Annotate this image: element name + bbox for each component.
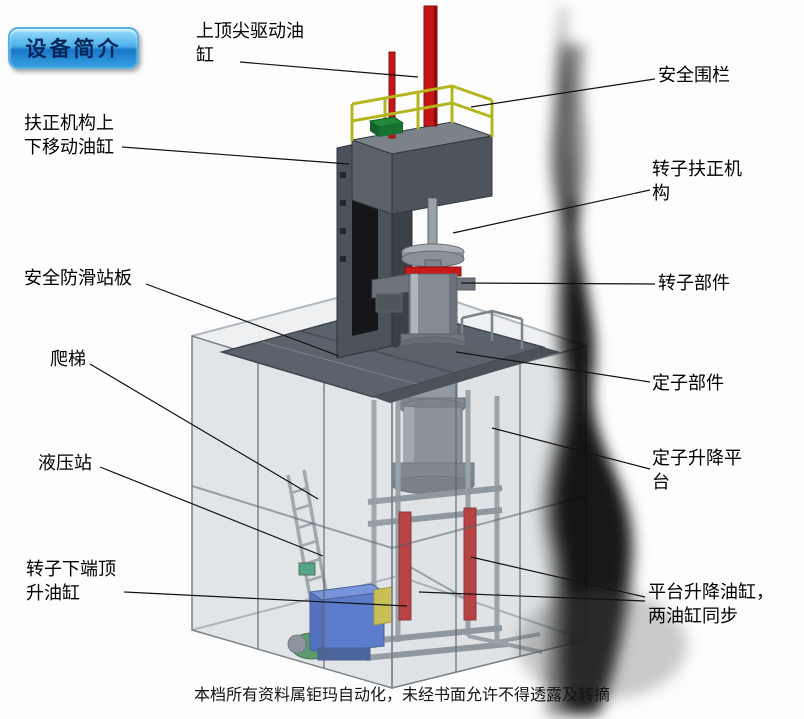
callout-anti-slip-standing-board: 安全防滑站板: [24, 268, 132, 289]
leader-platform-cylinder-left: [418, 591, 646, 602]
callout-platform-lift-cylinders: 平台升降油缸，两油缸同步: [648, 582, 774, 627]
leader-safety-fence: [470, 78, 656, 108]
callout-ladder: 爬梯: [50, 349, 86, 370]
enclosure-front: [191, 334, 587, 689]
rotor-assembly: [371, 197, 476, 362]
hydraulic-station-3d: [287, 562, 393, 661]
leader-hydraulic-station: [99, 466, 324, 557]
callout-rotor-part: 转子部件: [658, 273, 730, 294]
leader-anti-slip-board: [145, 283, 340, 357]
callout-stator-part: 定子部件: [652, 373, 724, 394]
callout-centering-updown-cylinder: 扶正机构上下移动油缸: [24, 113, 114, 158]
leader-stator-lift-platform: [491, 427, 651, 470]
green-box: [368, 116, 405, 137]
callout-rotor-bottom-jack-cylinder: 转子下端顶升油缸: [26, 559, 116, 604]
callout-hydraulic-station: 液压站: [38, 453, 92, 474]
title-badge-label: 设备简介: [25, 37, 122, 61]
leader-top-center-drive-cylinder: [239, 61, 419, 78]
leader-centering-updown-cylinder: [121, 146, 350, 165]
callout-stator-lift-platform: 定子升降平台: [652, 448, 742, 493]
column-head: [350, 121, 494, 215]
safety-fence-3d: [350, 84, 494, 141]
leader-stator-part: [455, 351, 651, 383]
leader-rotor-centering: [452, 189, 651, 234]
leader-rotor-part: [460, 282, 656, 285]
title-badge: 设备简介: [8, 27, 139, 69]
callout-top-center-drive-cylinder: 上顶尖驱动油缸: [196, 21, 304, 66]
leader-platform-cylinder-right: [470, 556, 646, 598]
leader-rotor-bottom-jack: [123, 591, 408, 607]
callout-rotor-centering-mechanism: 转子扶正机构: [652, 159, 742, 204]
leader-ladder: [89, 363, 319, 500]
callout-safety-fence: 安全围栏: [658, 65, 730, 86]
copyright-notice: 本档所有资料属钜玛自动化，未经书面允许不得透露及转摘: [193, 685, 610, 704]
platform-lift-cylinders-3d: [398, 507, 477, 621]
